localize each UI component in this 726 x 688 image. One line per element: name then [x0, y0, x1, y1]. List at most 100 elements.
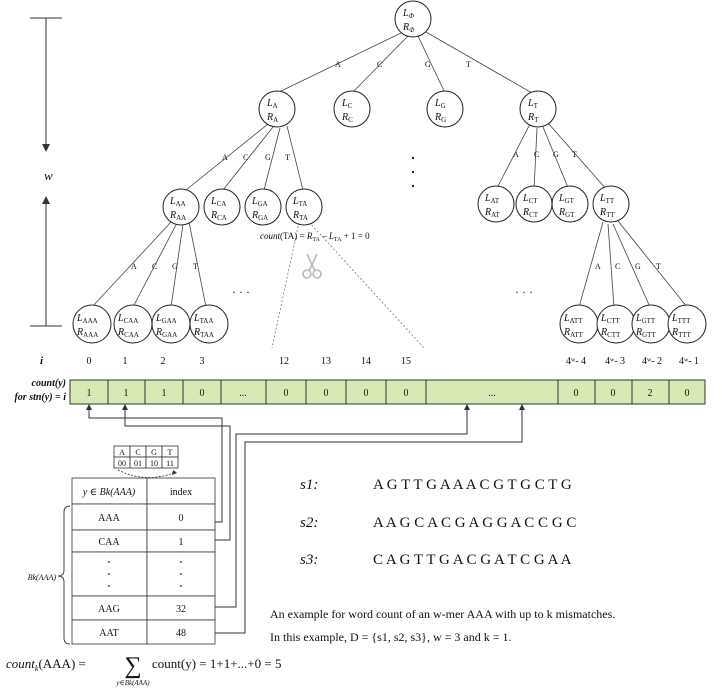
node-ta: LTA RTA — [285, 188, 323, 226]
svg-text:LCAA: LCAA — [117, 313, 138, 325]
svg-text:RAA: RAA — [169, 210, 186, 222]
table-header-word: y ∈ Bk(AAA) — [82, 487, 136, 498]
node-gaa: LGAA RGAA — [151, 304, 191, 344]
svg-text:LA: LA — [266, 98, 278, 110]
svg-text:RΦ: RΦ — [402, 22, 415, 34]
table-row-aat-index: 48 — [176, 628, 186, 639]
svg-text:RCAA: RCAA — [117, 327, 139, 339]
node-caa: LCAA RCAA — [113, 304, 153, 344]
edge-label-tt-t: T — [656, 262, 661, 271]
svg-text:RTAA: RTAA — [193, 327, 214, 339]
svg-text:LGAA: LGAA — [155, 313, 177, 325]
svg-text:LT: LT — [527, 98, 539, 110]
svg-text:LATT: LATT — [563, 313, 583, 325]
node-ct: LCT RCT — [515, 185, 553, 223]
edge-label-t-t: T — [572, 150, 577, 159]
array-cell-4w3: 0 — [611, 388, 616, 399]
w-label: w — [44, 168, 53, 183]
edge-label-root-c: C — [377, 60, 382, 69]
node-ca: LCA RCA — [203, 188, 241, 226]
index-0: 0 — [87, 356, 92, 367]
encoding-code-t: 11 — [166, 459, 174, 468]
array-cell-1: 1 — [124, 388, 129, 399]
edge-labels: A C G T A C G T A C G T A C G T A C G T — [131, 60, 661, 271]
edge-label-root-g: G — [425, 60, 431, 69]
edge-label-t-g: G — [553, 150, 559, 159]
tree-nodes: LΦ RΦ LA RA LC RC LG RG LT RT LAA RAA — [72, 0, 707, 344]
edge-label-a-t: T — [285, 153, 290, 162]
table-brace — [57, 505, 71, 645]
svg-text:LGT: LGT — [558, 193, 575, 205]
svg-text:RGTT: RGTT — [635, 327, 656, 339]
index-1: 1 — [123, 356, 128, 367]
edge-label-aa-c: C — [152, 262, 157, 271]
sequence-1-name: s1: — [300, 477, 318, 493]
node-tt: LTT RTT — [592, 185, 630, 223]
encoding-letter-g: G — [151, 448, 157, 457]
array-cell-gap2-box — [425, 379, 559, 405]
encoding-code-g: 10 — [150, 459, 158, 468]
array-cell-12-box — [265, 379, 307, 405]
array-cell-13-box — [305, 379, 347, 405]
count-ta-formula: count(TA) = RTA – LTA + 1 = 0 — [260, 231, 370, 243]
svg-text:RG: RG — [434, 112, 446, 124]
node-level1-t: LT RT — [519, 90, 557, 128]
sequence-3: C A G T T G A C G A T C G A A — [373, 552, 572, 568]
encoding-letter-a: A — [119, 448, 125, 457]
index-4w-1: 4ʷ- 1 — [679, 356, 699, 367]
array-cell-13: 0 — [324, 388, 329, 399]
array-cell-gap1-box — [220, 379, 267, 405]
svg-text:LTTT: LTTT — [671, 313, 691, 325]
index-4w-4: 4ʷ- 4 — [566, 356, 586, 367]
node-ctt: LCTT RCTT — [596, 304, 636, 344]
index-15: 15 — [401, 356, 411, 367]
tree-edges — [91, 31, 688, 349]
edge-label-aa-t: T — [193, 262, 198, 271]
edge-label-tt-g: G — [635, 262, 641, 271]
table-row-aag-word: AAG — [98, 604, 120, 615]
svg-text:RAT: RAT — [484, 207, 500, 219]
encoding-code-c: 01 — [134, 459, 142, 468]
svg-text:LTT: LTT — [599, 193, 615, 205]
scissors-icon — [302, 253, 322, 279]
encoding-code-a: 00 — [118, 459, 126, 468]
node-gt: LGT RGT — [551, 185, 589, 223]
array-cell-2: 1 — [162, 388, 167, 399]
node-level1-a: LA RA — [258, 90, 296, 128]
encoding-letter-t: T — [168, 448, 173, 457]
edge-label-a-c: C — [243, 153, 248, 162]
index-2: 2 — [161, 356, 166, 367]
summation-symbol: ∑ — [124, 653, 141, 679]
array-cell-gap1: ... — [239, 388, 247, 399]
edge-label-root-a: A — [335, 60, 341, 69]
svg-text:LCA: LCA — [210, 196, 226, 208]
node-ttt: LTTT RTTT — [667, 304, 707, 344]
svg-text:RGT: RGT — [558, 207, 575, 219]
svg-text:LGTT: LGTT — [635, 313, 656, 325]
array-cell-0: 1 — [87, 388, 92, 399]
count-ta-annotation: count(TA) = RTA – LTA + 1 = 0 — [260, 231, 370, 279]
array-cell-12: 0 — [284, 388, 289, 399]
array-cell-4w4: 0 — [574, 388, 579, 399]
edge-label-tt-a: A — [595, 262, 601, 271]
array-cell-3-box — [182, 379, 222, 405]
edge-label-a-a: A — [222, 153, 228, 162]
node-aa: LAA RAA — [162, 188, 200, 226]
sequence-2: A A G C A C G A G G A C C G C — [373, 515, 576, 531]
table-header-index: index — [170, 487, 192, 498]
encoding-key: A C G T 00 01 10 11 — [113, 445, 179, 478]
table-row-aat-word: AAT — [99, 628, 118, 639]
svg-text:LC: LC — [341, 98, 353, 110]
svg-text:RA: RA — [266, 112, 278, 124]
svg-text:LTA: LTA — [292, 196, 307, 208]
sequence-2-name: s2: — [300, 515, 318, 531]
w-dimension-arrow: w — [30, 17, 62, 327]
i-label: i — [40, 355, 44, 367]
table-row-caa-word: CAA — [98, 537, 120, 548]
svg-text:LAA: LAA — [169, 196, 186, 208]
array-cell-4w2: 2 — [648, 388, 653, 399]
svg-text:RAAA: RAAA — [76, 327, 98, 339]
array-cell-3: 0 — [200, 388, 205, 399]
formula-sum-subscript: y∈Bk(AAA) — [115, 679, 150, 687]
array-cell-4w1: 0 — [685, 388, 690, 399]
